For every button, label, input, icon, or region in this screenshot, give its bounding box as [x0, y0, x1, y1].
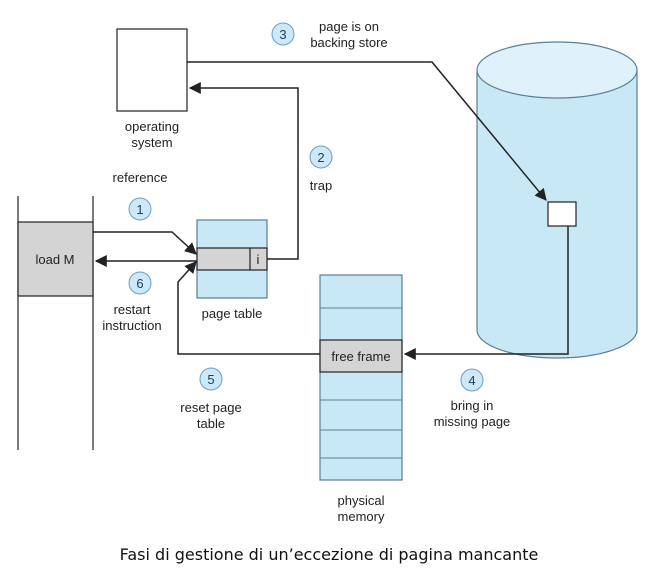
cylinder-top — [476, 41, 638, 99]
physical-label: physical — [338, 493, 385, 508]
arrow-reference — [93, 231, 197, 255]
arrow-bring-in — [403, 226, 569, 360]
load-m-cell — [17, 221, 94, 297]
backing-store-label: backing store — [310, 35, 387, 50]
load-m-label: load M — [35, 252, 74, 267]
table-label: table — [197, 416, 225, 431]
step-badge-2: 2 — [309, 145, 333, 169]
operating-system-box — [116, 28, 188, 112]
step-badge-5: 5 — [199, 367, 223, 391]
step-badge-6: 6 — [128, 271, 152, 295]
physical-memory — [319, 274, 403, 481]
step-badge-4: 4 — [460, 368, 484, 392]
svg-text:1: 1 — [136, 202, 143, 217]
free-frame-label: free frame — [331, 349, 390, 364]
disk-page-block — [547, 201, 577, 227]
svg-text:5: 5 — [207, 372, 214, 387]
reference-label: reference — [113, 170, 168, 185]
svg-text:6: 6 — [136, 276, 143, 291]
invalid-bit-label: i — [257, 252, 260, 267]
memory-label: memory — [338, 509, 385, 524]
svg-text:2: 2 — [317, 150, 324, 165]
svg-text:4: 4 — [468, 373, 475, 388]
page-is-on-label: page is on — [319, 19, 379, 34]
restart-label: restart — [114, 302, 151, 317]
step-badge-3: 3 — [271, 22, 295, 46]
reset-page-label: reset page — [180, 400, 241, 415]
operating-label: operating — [125, 119, 179, 134]
arrow-trap — [188, 82, 299, 260]
free-frame-cell — [319, 339, 403, 373]
missing-page-label: missing page — [434, 414, 511, 429]
step-badge-1: 1 — [128, 197, 152, 221]
arrow-reset-page-table — [177, 261, 320, 355]
page-table-label: page table — [202, 306, 263, 321]
svg-text:3: 3 — [279, 27, 286, 42]
trap-label: trap — [310, 178, 332, 193]
system-label: system — [131, 135, 172, 150]
bring-in-label: bring in — [451, 398, 494, 413]
backing-store-disk — [476, 41, 638, 359]
figure-caption: Fasi di gestione di un’eccezione di pagi… — [120, 545, 539, 564]
arrow-backing-store — [187, 61, 547, 201]
instruction-label: instruction — [102, 318, 161, 333]
